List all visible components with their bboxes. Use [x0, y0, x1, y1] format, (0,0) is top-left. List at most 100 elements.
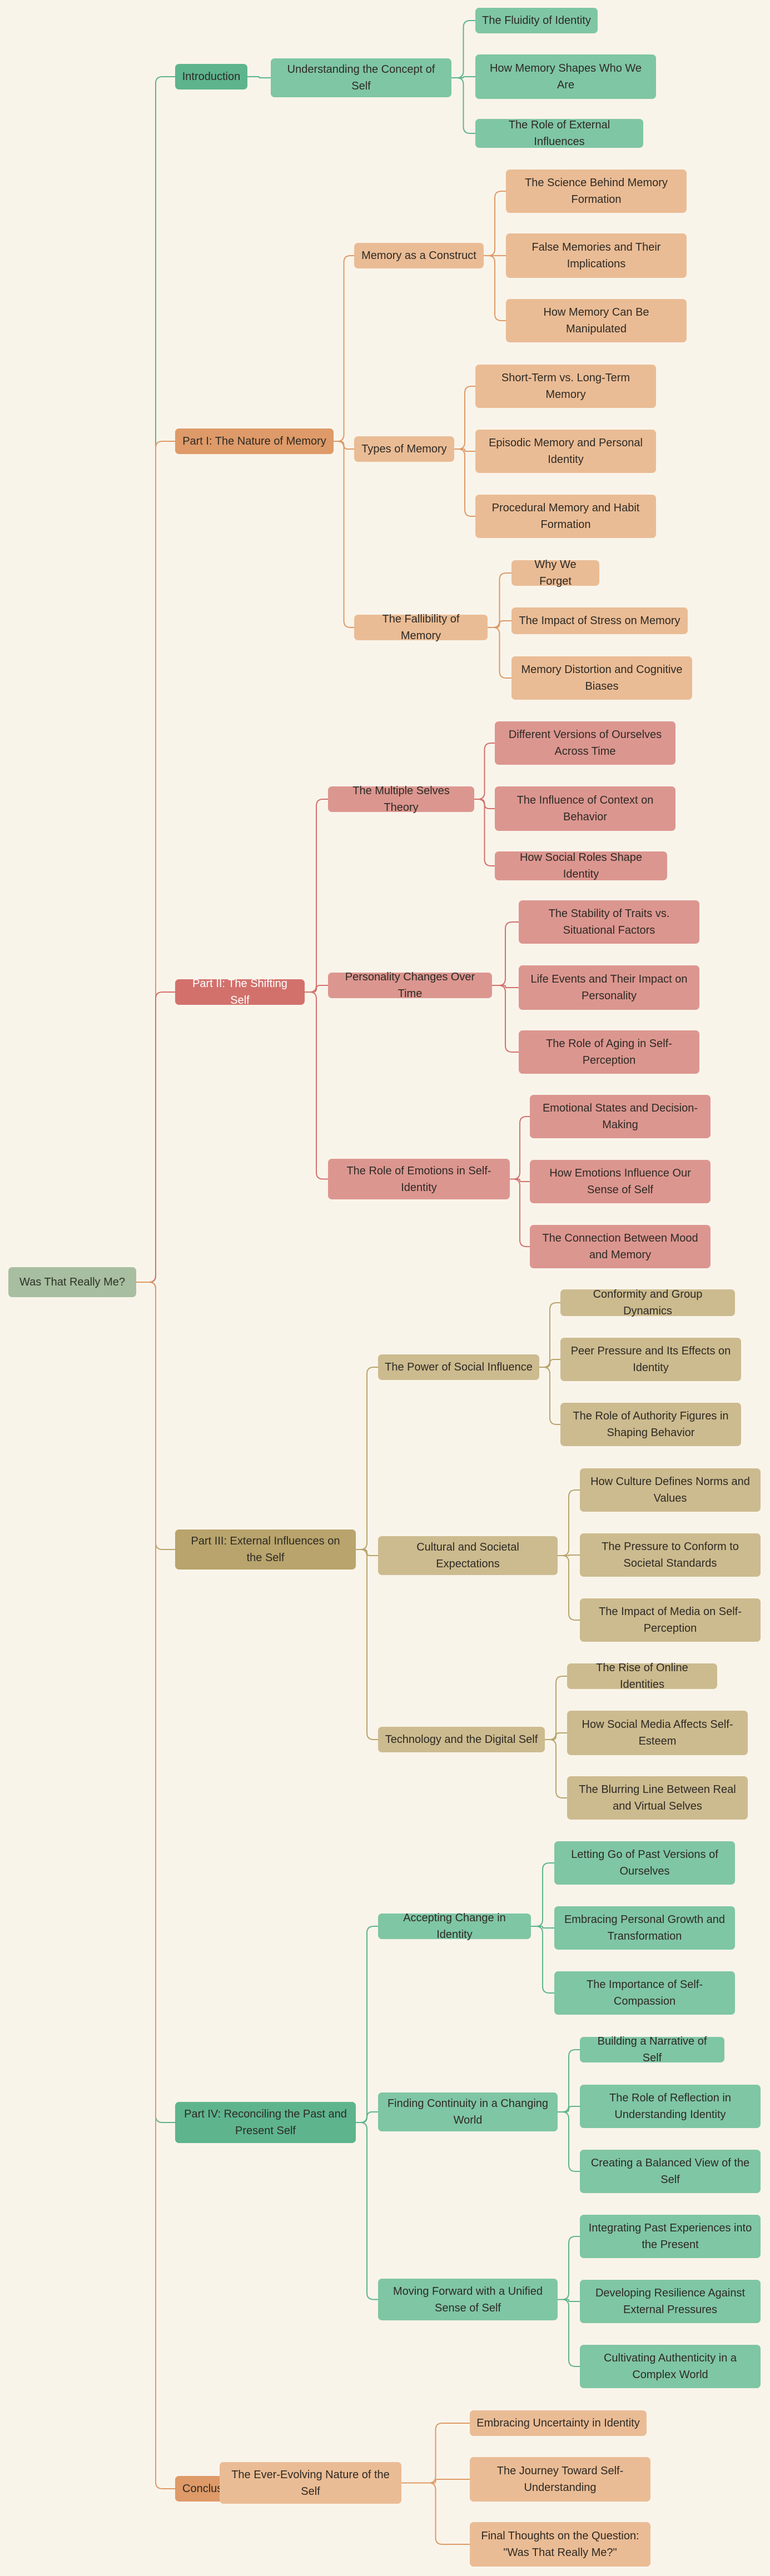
- subtopic-node[interactable]: The Connection Between Mood and Memory: [530, 1225, 711, 1268]
- subtopic-node[interactable]: The Role of Authority Figures in Shaping…: [560, 1403, 741, 1446]
- branch-p2[interactable]: Part II: The Shifting Self: [175, 978, 305, 1007]
- subtopic-node[interactable]: How Social Roles Shape Identity: [495, 851, 667, 880]
- subtopic-node[interactable]: Episodic Memory and Personal Identity: [475, 430, 656, 473]
- connector-line: [510, 1178, 530, 1247]
- subtopic-node[interactable]: The Fluidity of Identity: [475, 8, 598, 33]
- subtopic-node[interactable]: How Memory Can Be Manipulated: [506, 299, 687, 342]
- subtopic-node[interactable]: Procedural Memory and Habit Formation: [475, 495, 656, 538]
- subtopic-node[interactable]: The Science Behind Memory Formation: [506, 170, 687, 213]
- connector-line: [334, 255, 354, 442]
- subtopic-node[interactable]: How Emotions Influence Our Sense of Self: [530, 1160, 711, 1203]
- connector-line: [484, 255, 506, 321]
- connector-line: [531, 1926, 554, 1994]
- topic-node[interactable]: Moving Forward with a Unified Sense of S…: [378, 2279, 558, 2320]
- subtopic-node[interactable]: The Stability of Traits vs. Situational …: [519, 900, 699, 944]
- topic-node[interactable]: The Ever-Evolving Nature of the Self: [220, 2462, 401, 2504]
- subtopic-node[interactable]: Cultivating Authenticity in a Complex Wo…: [580, 2345, 761, 2388]
- topic-node[interactable]: Cultural and Societal Expectations: [378, 1536, 558, 1575]
- subtopic-node[interactable]: The Journey Toward Self-Understanding: [470, 2457, 650, 2502]
- topic-node[interactable]: Technology and the Digital Self: [378, 1727, 545, 1752]
- branch-p3[interactable]: Part III: External Influences on the Sel…: [175, 1529, 356, 1569]
- connector-line: [488, 572, 511, 628]
- connector-line: [305, 799, 328, 993]
- connector-line: [305, 985, 328, 993]
- connector-line: [545, 1732, 567, 1740]
- connector-line: [136, 1282, 175, 2489]
- subtopic-node[interactable]: Conformity and Group Dynamics: [560, 1288, 735, 1317]
- connector-line: [136, 991, 175, 1283]
- subtopic-node[interactable]: How Culture Defines Norms and Values: [580, 1468, 761, 1512]
- subtopic-node[interactable]: Integrating Past Experiences into the Pr…: [580, 2215, 761, 2258]
- connector-line: [454, 449, 475, 452]
- connector-line: [558, 1554, 580, 1556]
- branch-intro[interactable]: Introduction: [175, 64, 247, 89]
- topic-node[interactable]: Personality Changes Over Time: [328, 971, 492, 1000]
- subtopic-node[interactable]: Embracing Personal Growth and Transforma…: [554, 1906, 735, 1950]
- subtopic-node[interactable]: Peer Pressure and Its Effects on Identit…: [560, 1338, 741, 1381]
- topic-node[interactable]: The Multiple Selves Theory: [328, 785, 474, 814]
- connector-line: [454, 386, 475, 450]
- subtopic-node[interactable]: Life Events and Their Impact on Personal…: [519, 965, 699, 1010]
- connector-line: [474, 799, 495, 866]
- subtopic-node[interactable]: Different Versions of Ourselves Across T…: [495, 721, 675, 765]
- topic-node[interactable]: The Fallibility of Memory: [354, 613, 488, 642]
- branch-p1[interactable]: Part I: The Nature of Memory: [175, 428, 334, 454]
- topic-node[interactable]: Accepting Change in Identity: [378, 1912, 531, 1941]
- connector-line: [492, 985, 519, 988]
- subtopic-node[interactable]: Creating a Balanced View of the Self: [580, 2150, 761, 2193]
- root-node[interactable]: Was That Really Me?: [8, 1267, 136, 1297]
- connector-line: [558, 2236, 580, 2300]
- subtopic-node[interactable]: Emotional States and Decision-Making: [530, 1095, 711, 1138]
- subtopic-node[interactable]: False Memories and Their Implications: [506, 233, 687, 278]
- subtopic-node[interactable]: How Social Media Affects Self-Esteem: [567, 1711, 748, 1755]
- connector-line: [539, 1302, 560, 1368]
- subtopic-node[interactable]: The Role of Aging in Self-Perception: [519, 1030, 699, 1074]
- subtopic-node[interactable]: Letting Go of Past Versions of Ourselves: [554, 1841, 735, 1885]
- subtopic-node[interactable]: Embracing Uncertainty in Identity: [470, 2410, 647, 2436]
- subtopic-node[interactable]: The Impact of Stress on Memory: [511, 607, 688, 634]
- subtopic-node[interactable]: The Importance of Self-Compassion: [554, 1971, 735, 2015]
- topic-node[interactable]: Memory as a Construct: [354, 243, 484, 268]
- subtopic-node[interactable]: The Rise of Online Identities: [567, 1662, 717, 1691]
- subtopic-node[interactable]: The Role of External Influences: [475, 119, 643, 148]
- subtopic-node[interactable]: The Influence of Context on Behavior: [495, 786, 675, 831]
- connector-line: [401, 2482, 470, 2545]
- connector-line: [558, 2049, 580, 2112]
- connector-line: [558, 1489, 580, 1556]
- connector-line: [401, 2479, 470, 2484]
- topic-node[interactable]: The Power of Social Influence: [378, 1354, 539, 1380]
- subtopic-node[interactable]: The Pressure to Conform to Societal Stan…: [580, 1533, 761, 1577]
- subtopic-node[interactable]: Memory Distortion and Cognitive Biases: [511, 656, 692, 700]
- connector-line: [558, 2111, 580, 2172]
- topic-node[interactable]: Understanding the Concept of Self: [271, 58, 451, 97]
- connector-line: [454, 449, 475, 517]
- branch-p4[interactable]: Part IV: Reconciling the Past and Presen…: [175, 2102, 356, 2143]
- subtopic-node[interactable]: The Role of Reflection in Understanding …: [580, 2085, 761, 2128]
- topic-node[interactable]: Types of Memory: [354, 436, 454, 462]
- subtopic-node[interactable]: Developing Resilience Against External P…: [580, 2280, 761, 2323]
- connector-line: [531, 1862, 554, 1927]
- connector-line: [558, 2106, 580, 2112]
- connector-line: [356, 1926, 378, 2123]
- subtopic-node[interactable]: Short-Term vs. Long-Term Memory: [475, 365, 656, 408]
- connector-line: [484, 191, 506, 256]
- subtopic-node[interactable]: Building a Narrative of Self: [580, 2035, 724, 2064]
- topic-node[interactable]: Finding Continuity in a Changing World: [378, 2092, 558, 2131]
- connector-line: [492, 921, 519, 986]
- subtopic-node[interactable]: Why We Forget: [511, 559, 599, 587]
- connector-line: [451, 20, 475, 78]
- connector-line: [451, 76, 475, 78]
- connector-line: [510, 1116, 530, 1180]
- connector-line: [539, 1359, 560, 1368]
- connector-line: [401, 2423, 470, 2484]
- connector-line: [356, 2111, 378, 2123]
- topic-node[interactable]: The Role of Emotions in Self-Identity: [328, 1159, 510, 1199]
- subtopic-node[interactable]: How Memory Shapes Who We Are: [475, 54, 656, 99]
- connector-line: [492, 985, 519, 1053]
- connector-line: [356, 1549, 378, 1740]
- subtopic-node[interactable]: The Impact of Media on Self-Perception: [580, 1598, 761, 1642]
- connector-line: [488, 620, 511, 628]
- subtopic-node[interactable]: The Blurring Line Between Real and Virtu…: [567, 1776, 748, 1820]
- subtopic-node[interactable]: Final Thoughts on the Question: "Was Tha…: [470, 2522, 650, 2567]
